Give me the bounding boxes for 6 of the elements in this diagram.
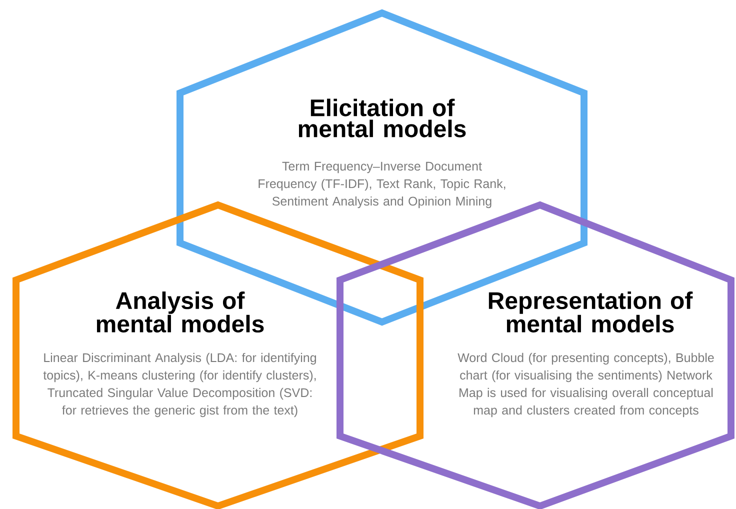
- hexagon-body-text: Word Cloud (for presenting concepts), Bubble chart (for visualising the sentiments) Network Map is used for visualising overall conceptual map and clusters created from concepts: [458, 352, 714, 418]
- hexagon-heading: Elicitation of mental models: [298, 98, 466, 138]
- hexagon-body-text: Term Frequency–Inverse Document Frequency (TF-IDF), Text Rank, Topic Rank, Sentiment Analysis and Opinion Mining: [258, 162, 506, 208]
- hexagon-heading: Representation of mental models: [488, 292, 693, 332]
- hexagon-heading: Analysis of mental models: [96, 292, 264, 332]
- hexagon-body-text: Linear Discriminant Analysis (LDA: for identifying topics), K-means clustering (for identify clusters), Truncated Singular Value Decomposition (SVD: for retrieves the generic gist from the text): [43, 352, 316, 418]
